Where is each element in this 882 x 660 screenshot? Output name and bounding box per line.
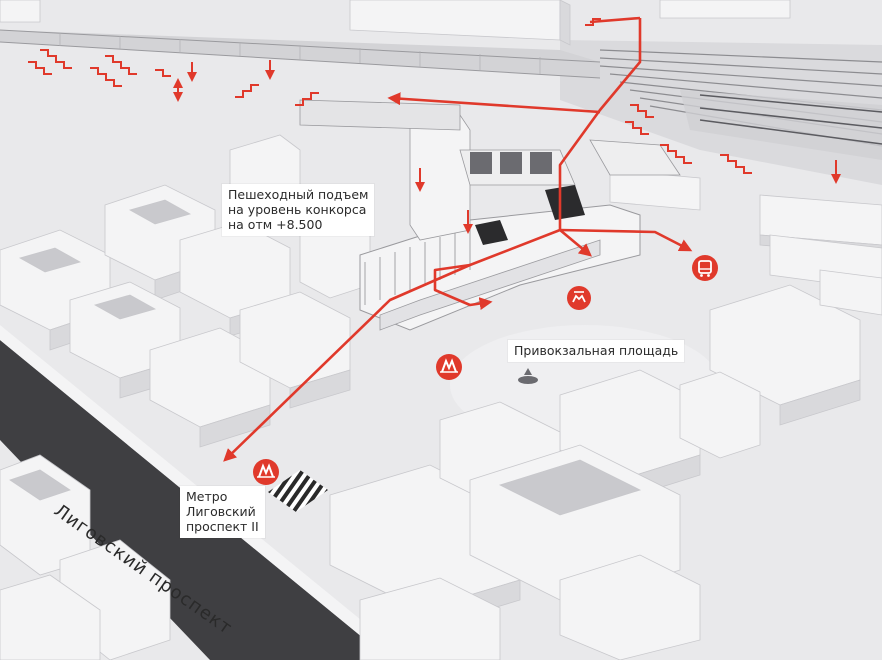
metro-icon bbox=[436, 354, 462, 380]
station-terminal bbox=[299, 99, 681, 331]
metro-icon bbox=[253, 459, 279, 485]
bus-icon bbox=[692, 255, 718, 281]
elevated-platform bbox=[0, 29, 601, 79]
tram-icon bbox=[567, 286, 591, 310]
rail-yard bbox=[560, 40, 882, 185]
metro-station-label: Метро Лиговский проспект II bbox=[180, 486, 265, 538]
route-square bbox=[559, 229, 592, 257]
route-loop bbox=[433, 263, 493, 310]
route-bus bbox=[559, 228, 693, 252]
location-pin-icon bbox=[518, 368, 538, 384]
crosswalk bbox=[268, 470, 328, 512]
station-square-label: Привокзальная площадь bbox=[508, 340, 685, 362]
route-main bbox=[223, 18, 642, 462]
staircase-markers bbox=[28, 18, 841, 234]
pedestrian-lift-label: Пешеходный подъем на уровень конкорса на… bbox=[222, 184, 375, 236]
route-platform bbox=[387, 92, 601, 114]
pedestrian-routes bbox=[223, 16, 693, 462]
